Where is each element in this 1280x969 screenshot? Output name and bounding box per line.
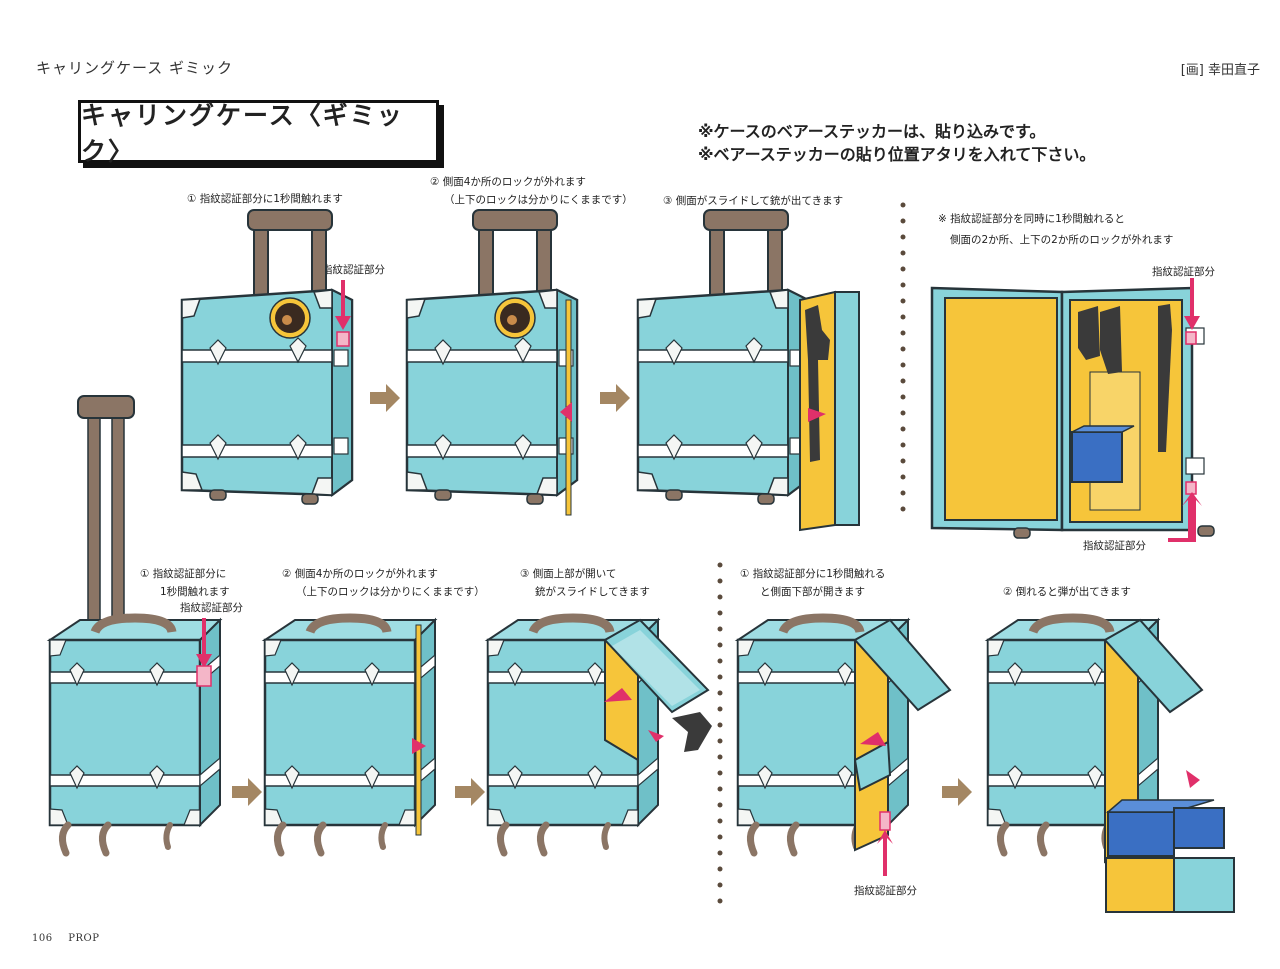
aside-pointer-bottom-label: 指紋認証部分	[1083, 540, 1146, 552]
top-step2-label-1: ② 側面4か所のロックが外れます	[430, 176, 586, 188]
bottom-step2-label-2: （上下のロックは分かりにくままです）	[296, 586, 485, 598]
page-footer: 106 PROP	[32, 933, 111, 944]
aside-label-2: 側面の2か所、上下の2か所のロックが外れます	[950, 234, 1174, 246]
page-title: キャリングケース〈ギミック〉	[78, 100, 439, 166]
right-step1-label-1: ① 指紋認証部分に1秒間触れる	[740, 568, 886, 580]
open-case-aside	[930, 278, 1215, 542]
top-step2-label-2: （上下のロックは分かりにくままです）	[444, 194, 633, 206]
separator-top	[900, 202, 906, 512]
top-step1-label: ① 指紋認証部分に1秒間触れます	[187, 193, 343, 205]
bottom-case-3	[488, 618, 712, 853]
step-arrow-bottom-2	[455, 778, 485, 806]
bottom-step1-pointer-label: 指紋認証部分	[180, 602, 243, 614]
illustrator-credit: [画] 幸田直子	[1180, 63, 1260, 78]
bottom-case-4	[738, 618, 952, 876]
aside-label-1: ※ 指紋認証部分を同時に1秒間触れると	[938, 213, 1125, 225]
note-sticker-2: ※ベアーステッカーの貼り位置アタリを入れて下さい。	[698, 145, 1096, 164]
bottom-step2-label-1: ② 側面4か所のロックが外れます	[282, 568, 438, 580]
note-sticker-1: ※ケースのベアーステッカーは、貼り込みです。	[698, 122, 1046, 141]
bottom-step3-label-2: 銃がスライドしてきます	[535, 586, 650, 598]
page-number: 106	[32, 933, 53, 944]
top-case-1	[180, 208, 354, 506]
bottom-case-2	[265, 618, 435, 853]
right-step1-label-2: と側面下部が開きます	[760, 586, 865, 598]
page-title-text: キャリングケース〈ギミック〉	[81, 100, 404, 166]
top-case-2	[405, 208, 579, 516]
footer-section: PROP	[68, 933, 100, 944]
step-arrow-top-2	[600, 384, 630, 412]
bottom-case-1	[50, 395, 220, 853]
top-step3-label: ③ 側面がスライドして銃が出てきます	[663, 195, 844, 207]
right-step2-label: ② 倒れると弾が出てきます	[1003, 586, 1131, 598]
bottom-step1-label-1: ① 指紋認証部分に	[140, 568, 227, 580]
bottom-step1-label-2: 1秒間触れます	[160, 586, 230, 598]
bottom-step3-label-1: ③ 側面上部が開いて	[520, 568, 617, 580]
step-arrow-bottom-3	[942, 778, 972, 806]
aside-pointer-top-label: 指紋認証部分	[1152, 266, 1215, 278]
bottom-case-5	[988, 618, 1235, 913]
step-arrow-top-1	[370, 384, 400, 412]
top-case-3	[636, 208, 860, 532]
section-title: キャリングケース ギミック	[36, 59, 234, 77]
right-pointer-label: 指紋認証部分	[854, 885, 917, 897]
top-step1-pointer-label: 指紋認証部分	[322, 264, 385, 276]
separator-bottom	[717, 562, 723, 904]
step-arrow-bottom-1	[232, 778, 262, 806]
